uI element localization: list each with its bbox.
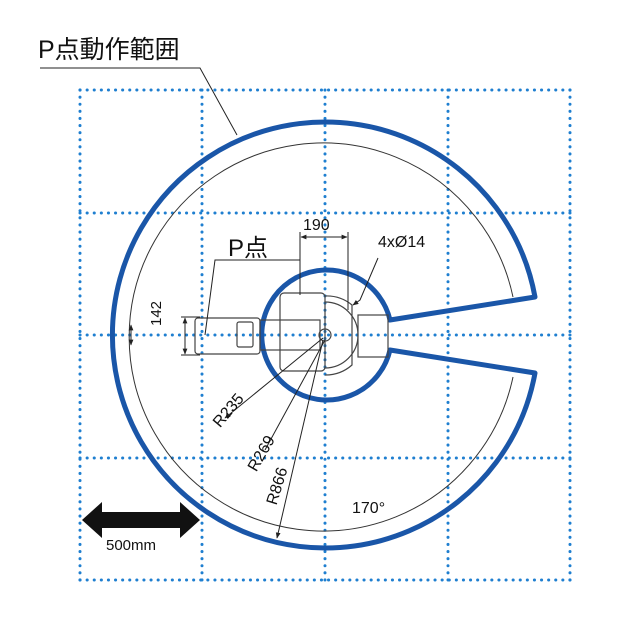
work-range-outline <box>109 119 538 551</box>
p-point-label: P点 <box>228 235 269 262</box>
diagram-title: P点動作範囲 <box>38 36 180 64</box>
dim-holes: 4xØ14 <box>378 234 426 251</box>
scale-arrow <box>82 502 200 538</box>
dim-142: 142 <box>148 300 165 326</box>
scale-label: 500mm <box>106 537 157 554</box>
reach-arc <box>128 142 514 532</box>
dimension-lines <box>40 67 379 539</box>
dim-190: 190 <box>303 217 330 234</box>
robot-drawing <box>194 292 389 376</box>
dim-angle: 170° <box>352 500 386 517</box>
